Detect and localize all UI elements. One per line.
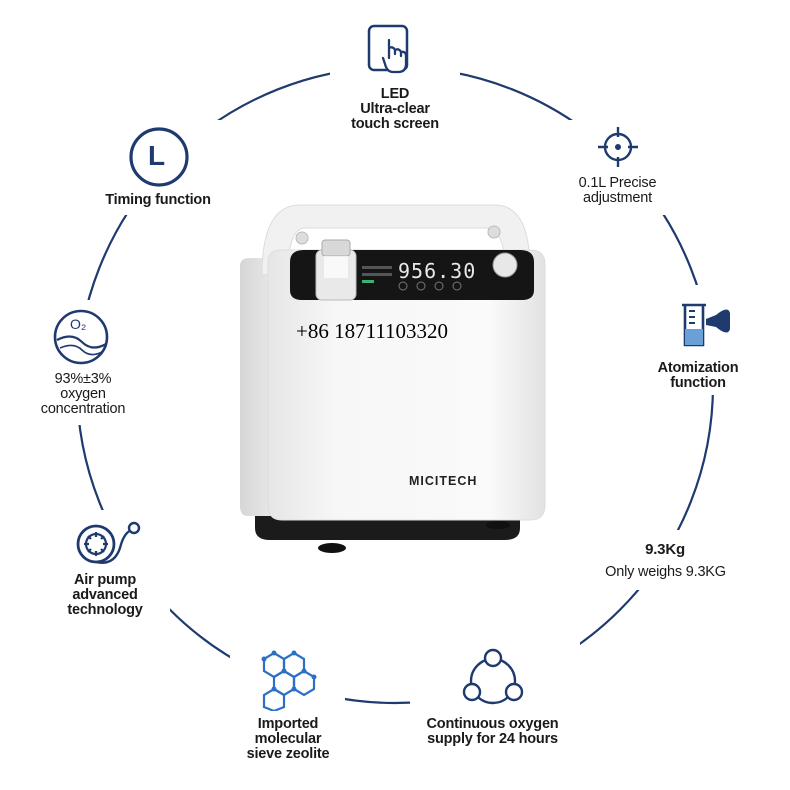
weight-title: 9.3Kg	[645, 541, 685, 558]
atomization-label: Atomization function	[657, 360, 739, 391]
device-display: 956.30	[398, 259, 477, 283]
clock-letter: L	[148, 140, 166, 171]
continuous-oxygen-label: Continuous oxygen supply for 24 hours	[426, 716, 559, 747]
air-pump-label: Air pump advanced technology	[67, 572, 143, 618]
nebulizer-icon	[676, 295, 734, 356]
timing-function-label: Timing function	[105, 192, 211, 208]
device-brand-logo: MICITECH	[409, 474, 478, 488]
oxygen-concentration-label: 93%±3% oxygen concentration	[40, 371, 126, 417]
o2-symbol: O₂	[70, 316, 87, 332]
o2-level-icon	[52, 308, 110, 371]
clock-icon	[128, 126, 190, 193]
led-touch-screen-label: LED Ultra-clear touch screen	[351, 86, 439, 132]
crosshair-icon	[596, 125, 640, 174]
cycle-network-icon	[457, 645, 529, 714]
molecule-icon	[254, 645, 326, 716]
air-pump-icon	[74, 518, 144, 577]
contact-phone: +86 18711103320	[296, 319, 449, 343]
precise-adjustment-label: 0.1L Precise adjustment	[578, 175, 657, 206]
weight-subtitle: Only weighs 9.3KG	[605, 564, 726, 580]
touch-screen-icon	[367, 24, 415, 81]
zeolite-label: Imported molecular sieve zeolite	[246, 716, 330, 762]
